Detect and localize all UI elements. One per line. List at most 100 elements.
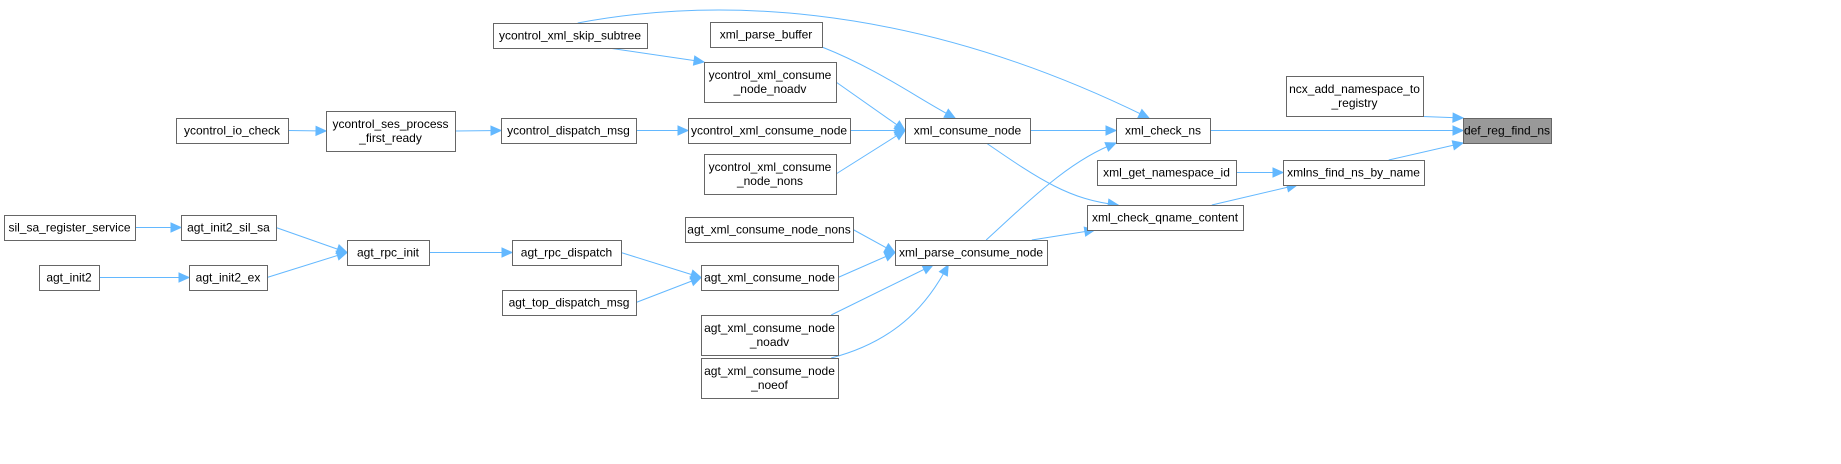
node-xml-consume-node[interactable]: xml_consume_node: [905, 118, 1031, 144]
node-agt-init2-sil-sa[interactable]: agt_init2_sil_sa: [181, 215, 277, 241]
node-label: _node_nons: [736, 174, 803, 188]
edge-xml_check_qname_content-to-xmlns_find_ns_by_name: [1211, 184, 1298, 206]
node-box: [4, 215, 136, 241]
arrowhead-icon: [938, 263, 949, 277]
node-label: _node_noadv: [733, 82, 807, 96]
node-ycontrol-xml-skip-subtree[interactable]: ycontrol_xml_skip_subtree: [493, 23, 648, 49]
node-box: [502, 290, 637, 316]
node-label: ycontrol_io_check: [184, 124, 281, 138]
arrowhead-icon: [943, 108, 957, 119]
node-sil-sa-register-service[interactable]: sil_sa_register_service: [4, 215, 136, 241]
node-label: agt_init2_ex: [196, 271, 261, 285]
node-agt-xml-consume-node[interactable]: agt_xml_consume_node: [701, 265, 839, 291]
node-box: [493, 23, 648, 49]
arrowhead-icon: [921, 264, 935, 275]
node-xmlns-find-ns-by-name[interactable]: xmlns_find_ns_by_name: [1283, 160, 1425, 186]
nodes-layer: def_reg_find_ns ncx_add_namespace_to_regi…: [4, 22, 1552, 399]
node-label: ycontrol_xml_consume_node: [691, 124, 847, 138]
node-box: [39, 265, 100, 291]
node-label: ycontrol_xml_consume: [709, 160, 832, 174]
arrowhead-icon: [490, 125, 503, 136]
node-ycontrol-ses-process-first-ready[interactable]: ycontrol_ses_process_first_ready: [326, 111, 456, 152]
node-label: ycontrol_xml_skip_subtree: [499, 29, 641, 43]
node-agt-xml-consume-node-noadv[interactable]: agt_xml_consume_node_noadv: [701, 315, 839, 356]
node-label: xml_check_qname_content: [1092, 211, 1239, 225]
edge-agt_rpc_dispatch-to-agt_xml_consume_node: [620, 252, 702, 278]
node-label: xml_get_namespace_id: [1103, 166, 1230, 180]
node-xml-parse-buffer[interactable]: xml_parse_buffer: [710, 22, 823, 48]
node-box: [181, 215, 277, 241]
node-ycontrol-io-check[interactable]: ycontrol_io_check: [176, 118, 289, 144]
node-box: [326, 111, 456, 152]
node-label: agt_xml_consume_node_nons: [687, 223, 850, 237]
node-ycontrol-xml-consume-node-nons[interactable]: ycontrol_xml_consume_node_nons: [704, 154, 837, 195]
node-box: [1097, 160, 1237, 186]
edge-xml_parse_consume_node-to-xml_check_ns: [985, 142, 1117, 241]
node-label: agt_init2_sil_sa: [187, 221, 270, 235]
edge-agt_xml_consume_node_noeof-to-xml_parse_consume_node: [831, 264, 949, 359]
node-ycontrol-dispatch-msg[interactable]: ycontrol_dispatch_msg: [501, 118, 637, 144]
node-box: [1087, 205, 1244, 231]
node-label: ycontrol_dispatch_msg: [507, 124, 630, 138]
edge-agt_top_dispatch_msg-to-agt_xml_consume_node: [635, 277, 702, 303]
arrowhead-icon: [1452, 112, 1465, 123]
node-label: xml_check_ns: [1125, 124, 1201, 138]
edge-ycontrol_xml_consume_node_nons-to-xml_consume_node: [835, 130, 906, 175]
node-box: [701, 265, 839, 291]
node-box: [512, 240, 622, 266]
node-agt-init2[interactable]: agt_init2: [39, 265, 100, 291]
node-box: [1286, 76, 1424, 117]
node-box: [685, 217, 854, 243]
node-xml-get-namespace-id[interactable]: xml_get_namespace_id: [1097, 160, 1237, 186]
node-xml-parse-consume-node[interactable]: xml_parse_consume_node: [895, 240, 1048, 266]
node-ncx-add-namespace-to-registry[interactable]: ncx_add_namespace_to_registry: [1286, 76, 1424, 117]
node-label: ycontrol_xml_consume: [709, 68, 832, 82]
node-xml-check-qname-content[interactable]: xml_check_qname_content: [1087, 205, 1244, 231]
node-label: _registry: [1330, 96, 1377, 110]
node-agt-init2-ex[interactable]: agt_init2_ex: [189, 265, 268, 291]
node-agt-top-dispatch-msg[interactable]: agt_top_dispatch_msg: [502, 290, 637, 316]
node-box: [704, 62, 837, 103]
arrowhead-icon: [1272, 167, 1285, 178]
arrowhead-icon: [1452, 125, 1465, 136]
node-box: [701, 358, 839, 399]
node-label: sil_sa_register_service: [8, 221, 130, 235]
node-label: _noadv: [749, 335, 789, 349]
arrowhead-icon: [1104, 142, 1118, 152]
edges-layer: [99, 9, 1465, 359]
arrowhead-icon: [883, 242, 897, 254]
node-box: [1283, 160, 1425, 186]
node-agt-xml-consume-node-nons[interactable]: agt_xml_consume_node_nons: [685, 217, 854, 243]
node-label: agt_xml_consume_node: [704, 271, 835, 285]
arrowhead-icon: [501, 247, 514, 258]
node-label: agt_top_dispatch_msg: [509, 296, 630, 310]
node-label: agt_rpc_init: [357, 246, 420, 260]
arrowhead-icon: [178, 272, 191, 283]
edge-xml_consume_node-to-xml_check_qname_content: [985, 142, 1119, 206]
node-box: [688, 118, 851, 144]
edge-xml_parse_consume_node-to-xml_check_qname_content: [1031, 229, 1095, 241]
arrowhead-icon: [883, 251, 897, 262]
node-box: [905, 118, 1031, 144]
node-ycontrol-xml-consume-node[interactable]: ycontrol_xml_consume_node: [688, 118, 851, 144]
arrowhead-icon: [335, 250, 349, 261]
node-label: _noeof: [750, 378, 788, 392]
node-box: [710, 22, 823, 48]
arrowhead-icon: [677, 125, 690, 136]
node-label: def_reg_find_ns: [1464, 124, 1550, 138]
node-agt-xml-consume-node-noeof[interactable]: agt_xml_consume_node_noeof: [701, 358, 839, 399]
node-xml-check-ns[interactable]: xml_check_ns: [1116, 118, 1211, 144]
node-box: [704, 154, 837, 195]
node-label: ycontrol_ses_process: [332, 117, 448, 131]
node-box: [501, 118, 637, 144]
node-ycontrol-xml-consume-node-noadv[interactable]: ycontrol_xml_consume_node_noadv: [704, 62, 837, 103]
node-agt-rpc-init[interactable]: agt_rpc_init: [347, 240, 430, 266]
node-agt-rpc-dispatch[interactable]: agt_rpc_dispatch: [512, 240, 622, 266]
edge-xmlns_find_ns_by_name-to-def_reg_find_ns: [1388, 142, 1464, 161]
node-label: agt_xml_consume_node: [704, 321, 835, 335]
edge-ycontrol_xml_skip_subtree-to-ycontrol_xml_consume_node_noadv: [608, 47, 705, 63]
node-label: agt_rpc_dispatch: [521, 246, 612, 260]
node-label: xml_parse_buffer: [720, 28, 813, 42]
node-def-reg-find-ns: def_reg_find_ns: [1463, 118, 1552, 144]
